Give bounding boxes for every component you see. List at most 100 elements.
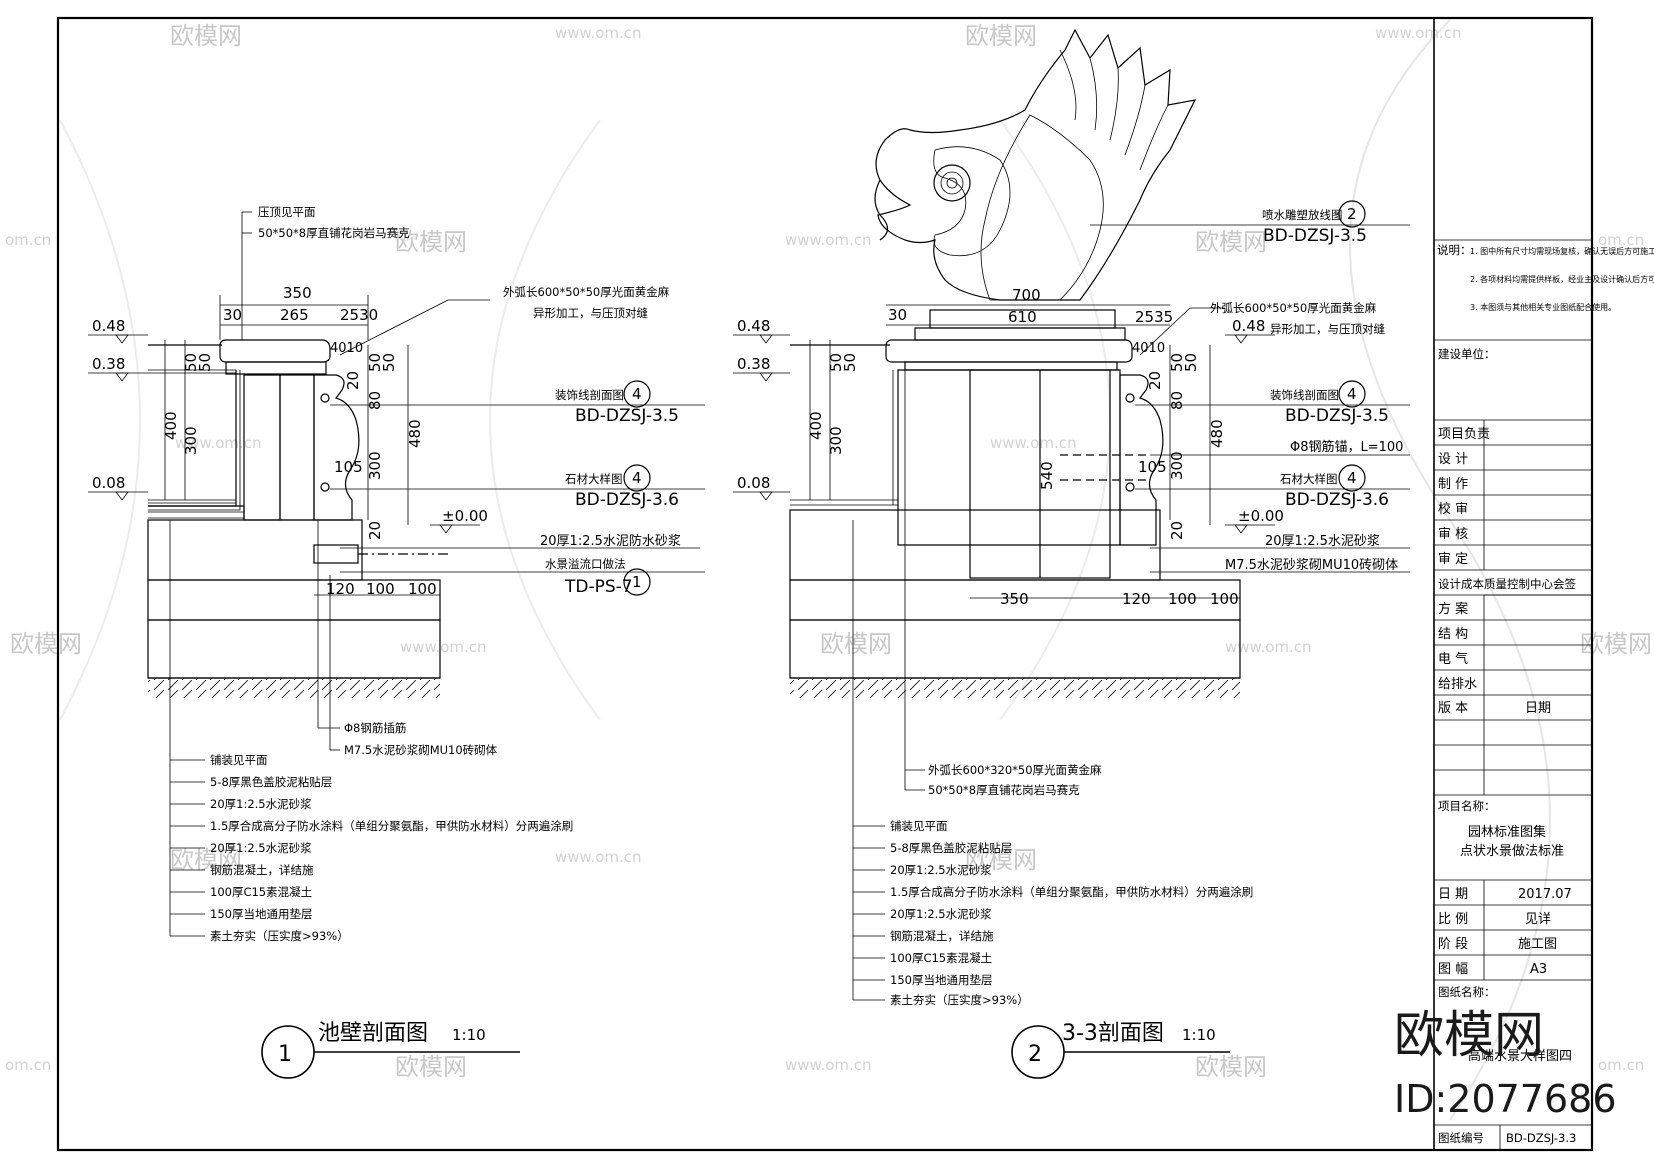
sculpture-label: 喷水雕塑放线图 <box>1262 208 1343 222</box>
sign-label: 设计成本质量控制中心会签 <box>1438 577 1576 591</box>
ref2-code: BD-DZSJ-3.6 <box>1285 490 1389 510</box>
dim-105: 105 <box>1138 458 1167 476</box>
sculpture-num: 2 <box>1347 205 1357 223</box>
fig1-number: 1 <box>278 1042 292 1067</box>
dim-50a-right: 50 <box>366 353 384 372</box>
watermark-site: www.om.cn <box>555 848 642 866</box>
note-3: 3. 本图须与其他相关专业图纸配合使用。 <box>1470 302 1616 312</box>
role-row: 设 计 <box>1438 452 1468 467</box>
figure-1-pool-wall-section: 0.48 0.38 0.08 ±0.00 400 300 50 50 480 5… <box>88 205 705 1079</box>
fig1-scale: 1:10 <box>452 1026 486 1044</box>
watermark-site: www.om.cn <box>990 434 1077 452</box>
elev-038: 0.38 <box>737 355 770 373</box>
layer-item: 铺装见平面 <box>890 819 948 833</box>
layer-item: 100厚C15素混凝土 <box>210 885 312 899</box>
dim-50b-right: 50 <box>1182 353 1200 372</box>
dim-20b: 20 <box>366 521 384 540</box>
discipline-row: 电 气 <box>1438 651 1468 667</box>
watermark-site: www.om.cn <box>785 231 872 249</box>
fig2-title: 3-3剖面图 <box>1062 1021 1164 1046</box>
project-name-2: 点状水景做法标准 <box>1460 844 1564 859</box>
elev-000: ±0.00 <box>442 507 488 525</box>
right-note-1b: 异形加工，与压顶对缝 <box>533 306 648 320</box>
layer-item: 20厚1:2.5水泥砂浆 <box>890 907 992 921</box>
dim-480: 480 <box>1208 419 1226 448</box>
dim-300b: 300 <box>1168 451 1186 480</box>
note-2: 2. 各项材料均需提供样板，经业主及设计确认后方可订货。 <box>1470 274 1654 284</box>
dim-20: 20 <box>344 371 362 390</box>
dim-100a: 100 <box>366 580 395 598</box>
size-label: 图 幅 <box>1438 962 1468 977</box>
fig2-scale: 1:10 <box>1182 1026 1216 1044</box>
dim-105: 105 <box>334 458 363 476</box>
watermark-brand: 欧模网 <box>395 228 467 256</box>
layer-item: 20厚1:2.5水泥砂浆 <box>210 841 312 855</box>
dim-350: 350 <box>1000 590 1029 608</box>
watermark-brand: 欧模网 <box>965 22 1037 50</box>
dim-50a: 50 <box>182 353 200 372</box>
layer-item: 1.5厚合成高分子防水涂料（单组分聚氨酯，甲供防水材料）分两遍涂刷 <box>890 885 1253 899</box>
watermark-site: www.om.cn <box>1375 24 1462 42</box>
watermark-site: www.om.cn <box>1225 638 1312 656</box>
watermark-brand: 欧模网 <box>395 1053 467 1081</box>
role-row: 校 审 <box>1438 501 1468 517</box>
dim-30: 30 <box>223 306 242 324</box>
layer-item: 素土夯实（压实度>93%） <box>890 993 1029 1007</box>
ref2-num: 4 <box>1347 469 1357 487</box>
project-label: 项目名称： <box>1438 799 1496 813</box>
dim-30: 30 <box>888 306 907 324</box>
top-note-2: 50*50*8厚直铺花岗岩马赛克 <box>258 226 410 240</box>
dim-120: 120 <box>1122 590 1151 608</box>
watermark-site: www.om.cn <box>400 638 487 656</box>
watermark-short: om.cn <box>1598 231 1644 249</box>
title-block: 说明： 1. 图中所有尺寸均需现场复核，确认无误后方可施工。 2. 各项材料均需… <box>1434 239 1654 1150</box>
ref2-label: 石材大样图 <box>1280 472 1338 486</box>
size-value: A3 <box>1530 962 1547 977</box>
layer-item: 钢筋混凝土，详结施 <box>890 929 994 943</box>
fig2-layer-list: 铺装见平面 5-8厚黑色盖胶泥粘贴层 20厚1:2.5水泥砂浆 1.5厚合成高分… <box>853 819 1253 1007</box>
dim-300b: 300 <box>366 451 384 480</box>
dim-80: 80 <box>1168 391 1186 410</box>
dim-20b: 20 <box>1168 521 1186 540</box>
mortar-note: 20厚1:2.5水泥防水砂浆 <box>540 533 681 549</box>
dim-540: 540 <box>1038 461 1056 490</box>
watermark-brand: 欧模网 <box>170 22 242 50</box>
dim-120: 120 <box>326 580 355 598</box>
drawing-name-value: 高端水景大样图四 <box>1468 1048 1572 1064</box>
ref1-num: 4 <box>632 385 642 403</box>
dim-400: 400 <box>162 411 180 440</box>
date-col-label: 日期 <box>1525 701 1551 716</box>
ref1-label: 装饰线剖面图 <box>555 388 624 402</box>
drawing-name-label: 图纸名称： <box>1438 985 1496 999</box>
dim-2530: 2530 <box>340 306 378 324</box>
layer-item: 素土夯实（压实度>93%） <box>210 929 349 943</box>
fig1-title: 池壁剖面图 <box>318 1021 428 1046</box>
watermark-brand: 欧模网 <box>10 630 82 658</box>
watermark-site: www.om.cn <box>785 1056 872 1074</box>
drawing-no-value: BD-DZSJ-3.3 <box>1506 1131 1576 1145</box>
dim-4010: 4010 <box>1132 341 1165 356</box>
ref2-label: 石材大样图 <box>565 472 623 486</box>
rebar-note: Φ8钢筋插筋 <box>344 721 406 735</box>
layer-item: 150厚当地通用垫层 <box>890 973 992 987</box>
ref3-code: TD-PS-7 <box>564 577 633 597</box>
fig1-layer-list: 铺装见平面 5-8厚黑色盖胶泥粘贴层 20厚1:2.5水泥砂浆 1.5厚合成高分… <box>170 753 573 943</box>
dim-100a: 100 <box>1168 590 1197 608</box>
top-note-1: 压顶见平面 <box>258 205 316 219</box>
watermark-brand: 欧模网 <box>170 846 242 874</box>
right-note-1a: 外弧长600*50*50厚光面黄金麻 <box>503 285 670 299</box>
brick-note: M7.5水泥砂浆砌MU10砖砌体 <box>344 743 498 757</box>
elev-048: 0.48 <box>737 317 770 335</box>
drawing-no-label: 图纸编号 <box>1438 1131 1484 1145</box>
layer-item: 钢筋混凝土，详结施 <box>210 863 314 877</box>
dim-80: 80 <box>366 391 384 410</box>
dim-400: 400 <box>807 411 825 440</box>
dim-350: 350 <box>283 284 312 302</box>
layer-item: 150厚当地通用垫层 <box>210 907 312 921</box>
dim-265: 265 <box>280 306 309 324</box>
dim-480: 480 <box>406 419 424 448</box>
ref1-label: 装饰线剖面图 <box>1270 388 1339 402</box>
dim-100b: 100 <box>1210 590 1239 608</box>
ref1-code: BD-DZSJ-3.5 <box>1285 406 1389 426</box>
stage-value: 施工图 <box>1518 937 1557 952</box>
